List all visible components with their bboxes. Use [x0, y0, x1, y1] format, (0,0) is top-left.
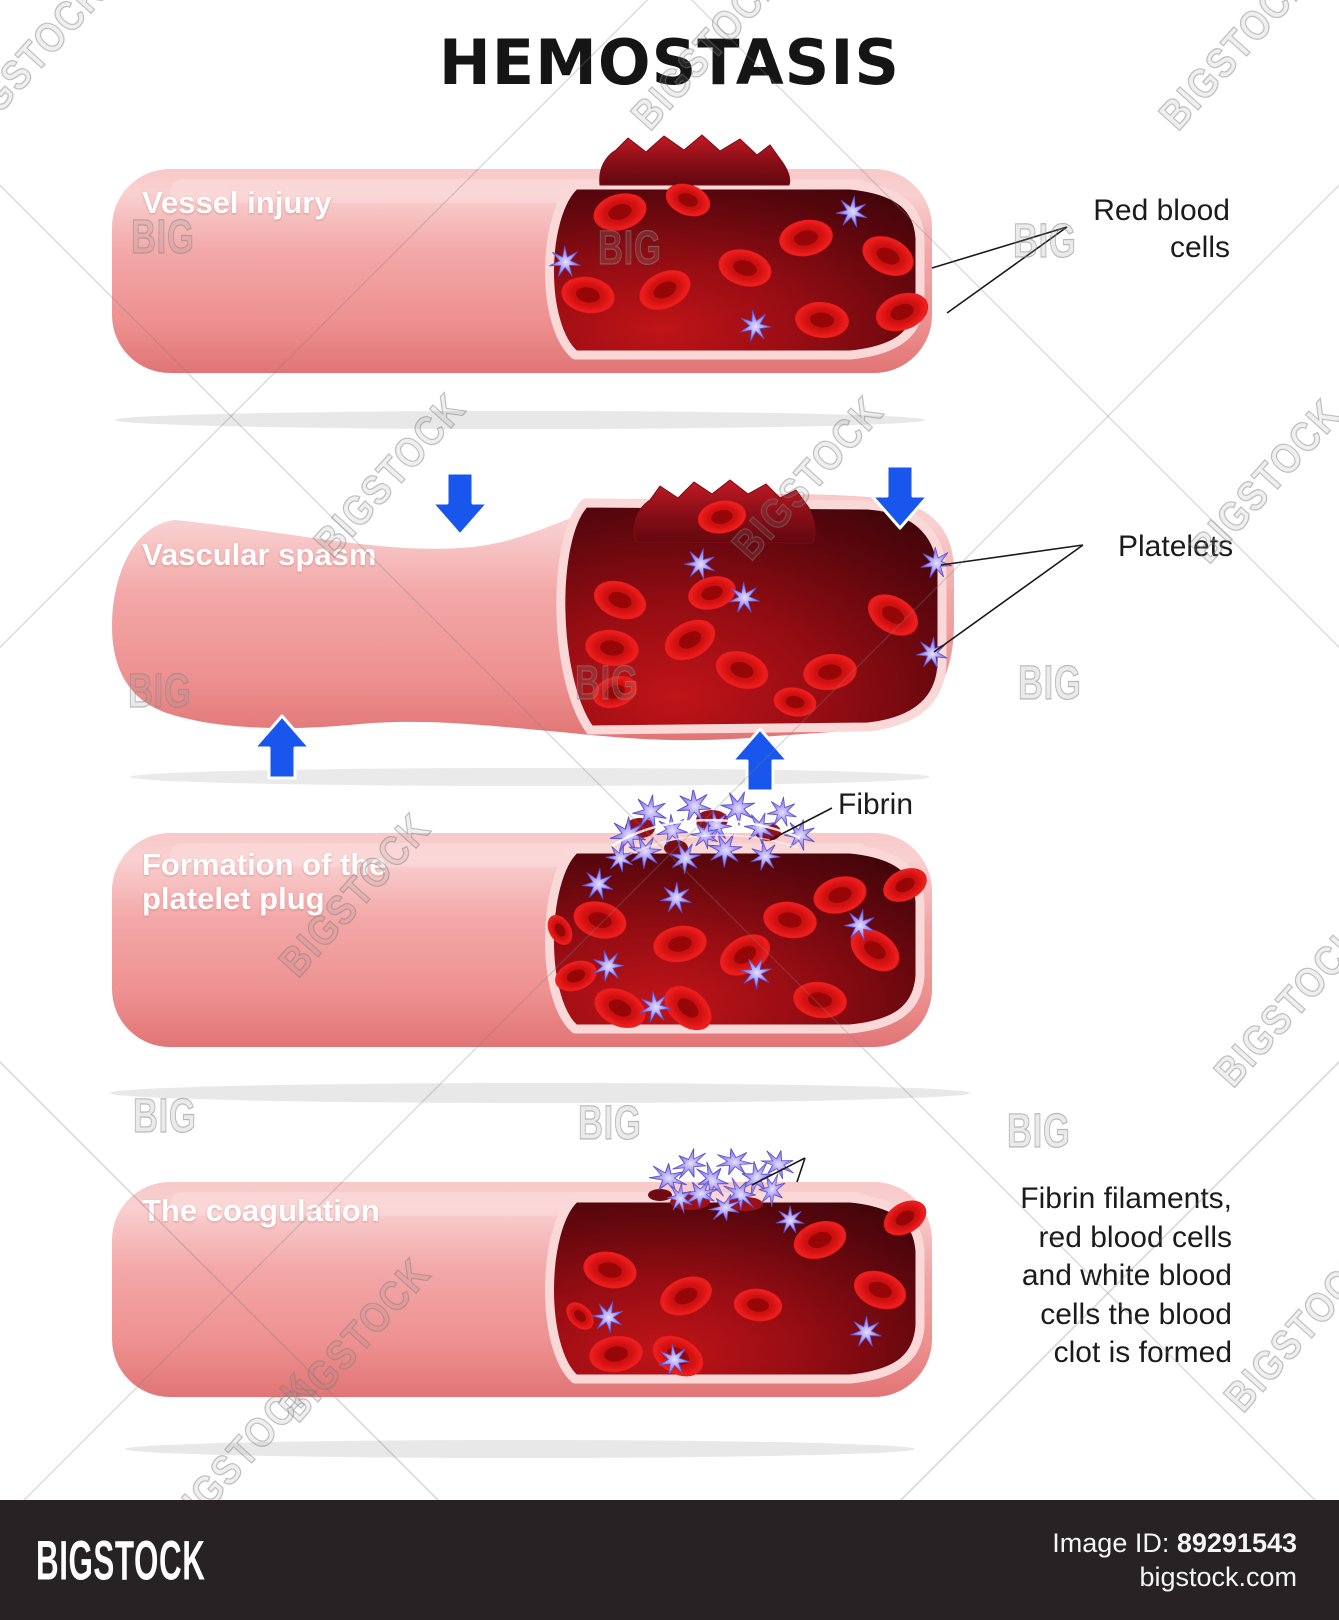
- injury-flap: [599, 134, 791, 186]
- annotation-platelets: Platelets: [1118, 530, 1234, 563]
- platelet-plug: [603, 790, 822, 881]
- blood-clot: [645, 1141, 801, 1227]
- pointer-line-red-blood-cells: [931, 226, 1068, 314]
- annotation-red-blood-cells: Red blood cells: [1093, 194, 1230, 264]
- footer-image-info: Image ID: 89291543 bigstock.com: [1052, 1526, 1297, 1594]
- vascular-spasm-illustration: [112, 464, 1084, 793]
- vessel-injury-illustration: [112, 134, 1068, 429]
- image-id-line: Image ID: 89291543: [1052, 1526, 1297, 1560]
- pointer-line-clot: [751, 1157, 806, 1186]
- footer-bar: BIGSTOCK Image ID: 89291543 bigstock.com: [0, 1500, 1339, 1620]
- vessel-shadow: [110, 1083, 970, 1103]
- pointer-line-platelets: [933, 544, 1084, 653]
- fibrin-filament: [629, 834, 799, 855]
- constriction-arrow-down: [430, 471, 490, 537]
- bigstock-logo: BIGSTOCK: [36, 1528, 206, 1592]
- page-title: HEMOSTASIS: [438, 26, 901, 99]
- coagulation-illustration: [112, 1141, 933, 1458]
- section-label-vessel-injury: Vessel injury: [142, 185, 332, 220]
- vessel-shadow: [125, 1440, 915, 1458]
- annotation-fibrin: Fibrin: [838, 788, 914, 821]
- site-url: bigstock.com: [1139, 1562, 1297, 1592]
- vessel-shadow: [130, 768, 930, 786]
- vessel-shadow: [115, 411, 925, 429]
- image-id-value: 89291543: [1176, 1528, 1297, 1558]
- platelet-plug-illustration: [110, 790, 970, 1103]
- section-label-coagulation: The coagulation: [142, 1193, 380, 1228]
- image-id-label: Image ID:: [1052, 1528, 1170, 1558]
- annotation-coagulation-note: Fibrin filaments, red blood cells and wh…: [1020, 1182, 1232, 1369]
- fibrin-filament: [611, 818, 801, 848]
- pointer-line-fibrin: [769, 807, 833, 841]
- section-label-vascular-spasm: Vascular spasm: [142, 537, 377, 572]
- section-label-platelet-plug: Formation of the platelet plug: [142, 847, 387, 916]
